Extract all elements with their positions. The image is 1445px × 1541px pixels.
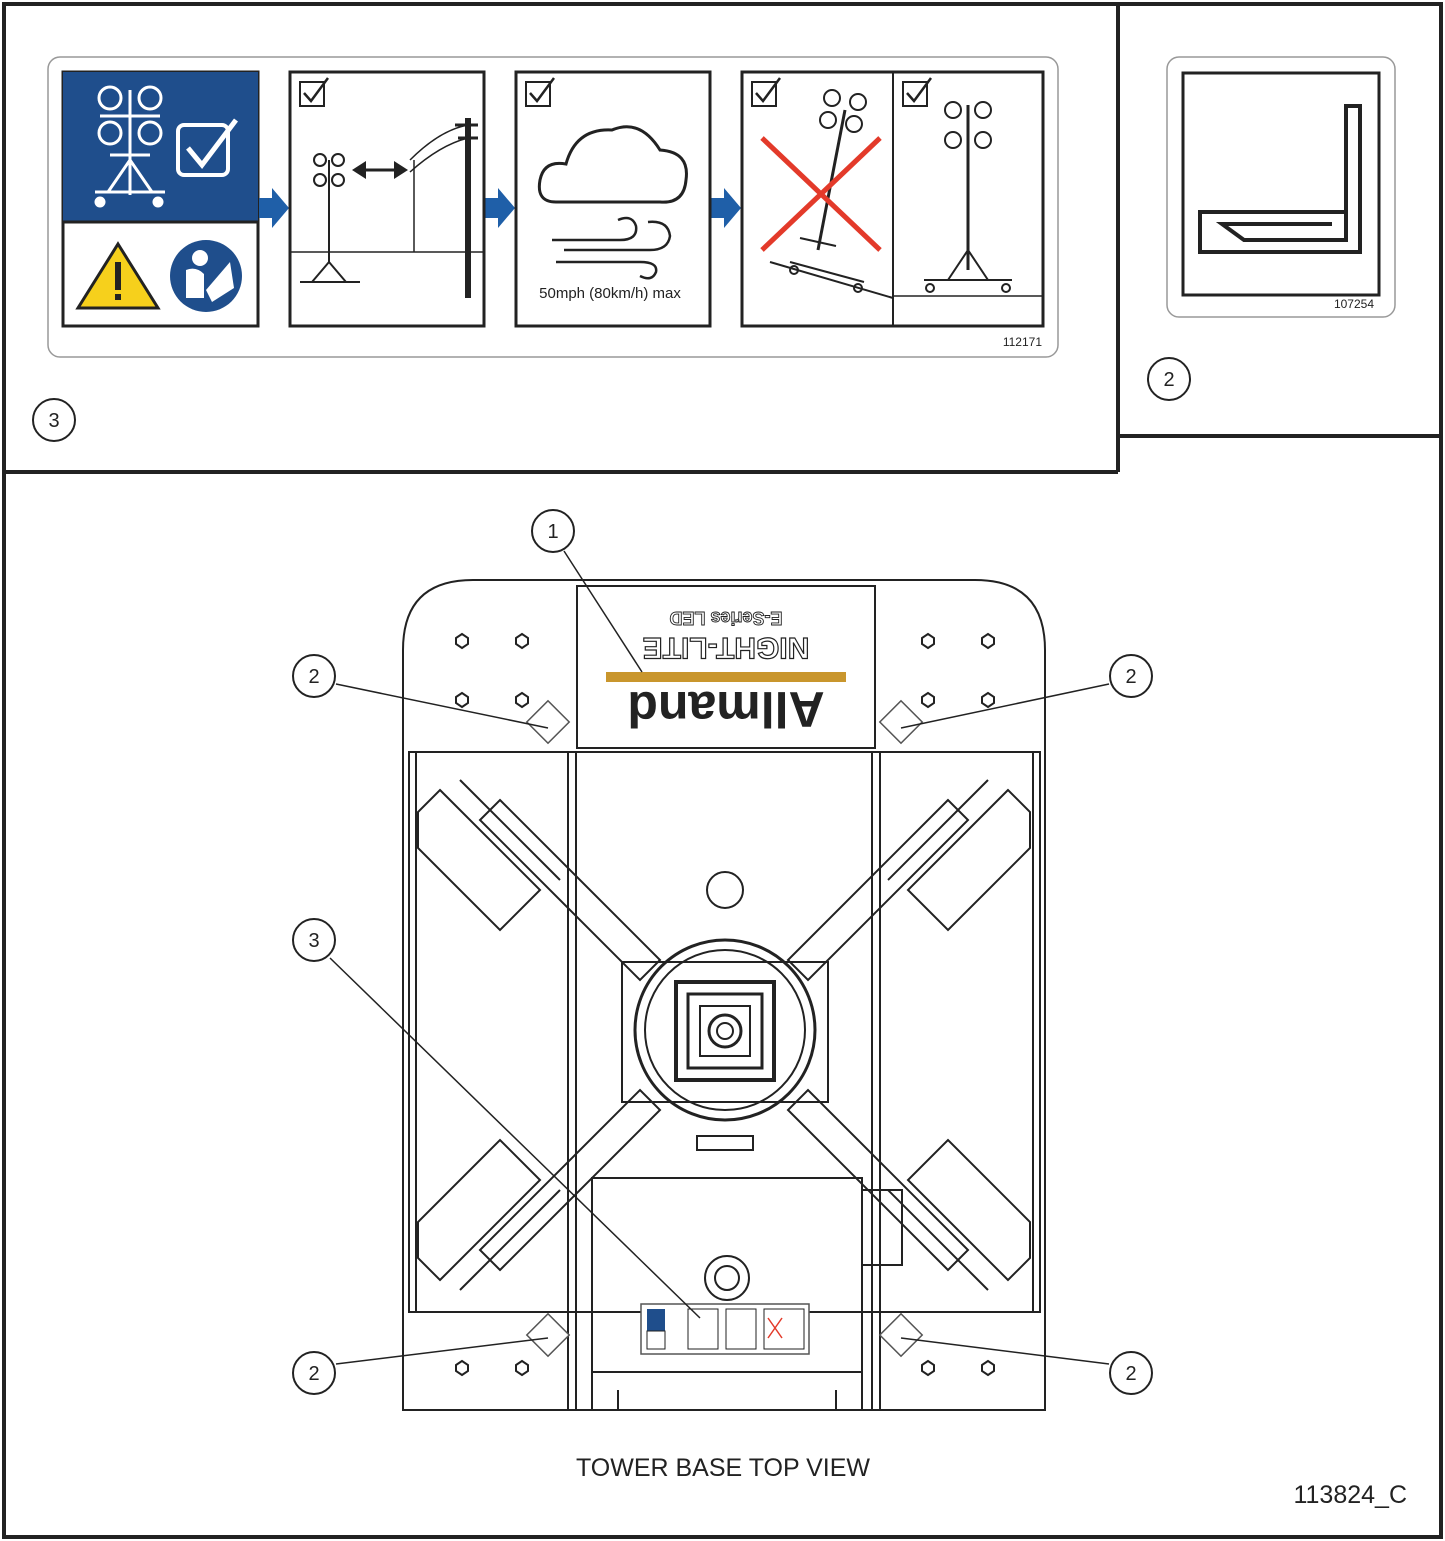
callout-3-top: 3 [32,398,76,442]
callout-1: 1 [531,509,575,553]
brand-plate-text: Allmand NIGHT-LITE E-Series LED [606,608,846,737]
checkbox-icon [525,77,556,107]
svg-text:3: 3 [308,930,319,952]
corner-guide-icon [1198,104,1362,254]
warning-triangle-icon [75,241,161,310]
decal-107254-placement [525,699,924,1358]
outrigger-leg-nw [417,779,662,982]
callout-2-bottom-right: 2 [1109,1351,1153,1395]
power-pole-icon [409,118,478,298]
callout-2-top-right: 2 [1109,654,1153,698]
drawing-number: 113824_C [1293,1481,1407,1509]
callout-2-top: 2 [1147,357,1191,401]
cloud-icon [537,125,688,204]
svg-text:2: 2 [308,666,319,688]
checkbox-check-icon [176,118,238,177]
brand-plate [576,585,876,749]
checkbox-icon [299,77,330,107]
svg-text:2: 2 [1125,1363,1136,1385]
view-caption: TOWER BASE TOP VIEW [576,1454,870,1482]
decal-112171-placement [640,1303,810,1355]
mast-hub [621,871,829,1151]
brand-name: Allmand [627,681,824,737]
tilted-light-tower-icon [769,89,894,299]
wind-limit-text: 50mph (80km/h) max [539,285,681,302]
read-manual-icon [170,240,242,312]
checkbox-icon [751,77,782,107]
cross-red-icon [760,136,882,252]
outrigger-leg-sw [417,1088,662,1291]
outrigger-leg-ne [786,779,1031,982]
decal-107254-part-number: 107254 [1334,297,1374,311]
arrow-icon [259,188,289,228]
light-tower-icon [94,85,165,208]
callout-2-bottom-left: 2 [292,1351,336,1395]
decal-107254: 107254 [1166,56,1396,318]
decal-112171: 50mph (80km/h) max [47,56,1059,358]
svg-text:3: 3 [48,410,59,432]
arrow-icon [711,188,741,228]
double-arrow-icon [352,161,408,179]
checkbox-icon [902,77,933,107]
callout-2-top-left: 2 [292,654,336,698]
decal-panel-level-ground [740,70,1045,328]
base-outline [402,579,1046,1411]
decal-panel-wind-limit: 50mph (80km/h) max [514,70,712,328]
decal-panel-powerline-clearance [288,70,486,328]
light-tower-icon [300,153,360,283]
brand-stripe [606,672,846,682]
callout-3: 3 [292,918,336,962]
svg-text:2: 2 [1163,369,1174,391]
svg-text:1: 1 [547,521,558,543]
control-box [591,1177,863,1373]
svg-text:2: 2 [308,1363,319,1385]
decal-112171-part-number: 112171 [1003,335,1042,349]
series-name: E-Series LED [669,608,782,628]
svg-text:2: 2 [1125,666,1136,688]
wind-icon [552,216,672,280]
bolt-hex-icons [455,632,995,1377]
leader-lines [329,550,1110,1365]
decal-panel-read-manual [61,70,260,328]
outrigger-leg-se [786,1088,1031,1291]
tower-base-drawing [402,579,1046,1411]
arrow-icon [485,188,515,228]
model-name: NIGHT-LITE [643,631,810,664]
cord-outlet [704,1255,750,1301]
light-tower-icon [893,101,1043,297]
